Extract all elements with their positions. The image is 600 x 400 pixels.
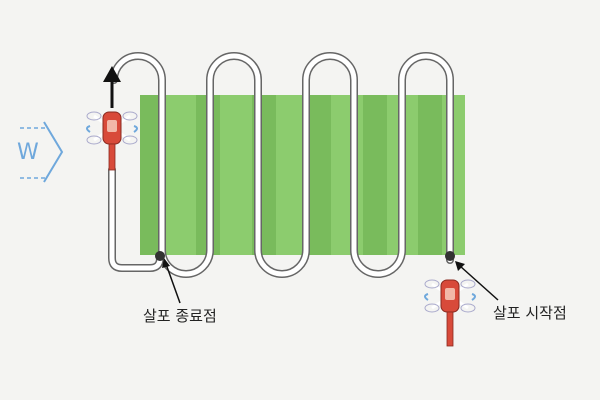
wind-direction-label: W	[17, 140, 39, 165]
spray-start-marker	[445, 251, 455, 261]
field-stripe	[363, 95, 387, 255]
spray-start-label: 살포 시작점	[493, 304, 567, 322]
wind-arrow-icon	[20, 121, 64, 183]
start-pointer-arrow	[455, 261, 499, 301]
up-arrow-icon	[103, 66, 121, 108]
drone-icon	[424, 279, 476, 347]
field-stripe	[418, 95, 442, 255]
field-stripe	[307, 95, 331, 255]
spray-end-marker	[155, 251, 165, 261]
spray-end-label: 살포 종료점	[143, 307, 217, 325]
field-stripe	[140, 95, 158, 255]
end-pointer-arrow	[162, 258, 181, 304]
drone-icon	[86, 111, 138, 171]
